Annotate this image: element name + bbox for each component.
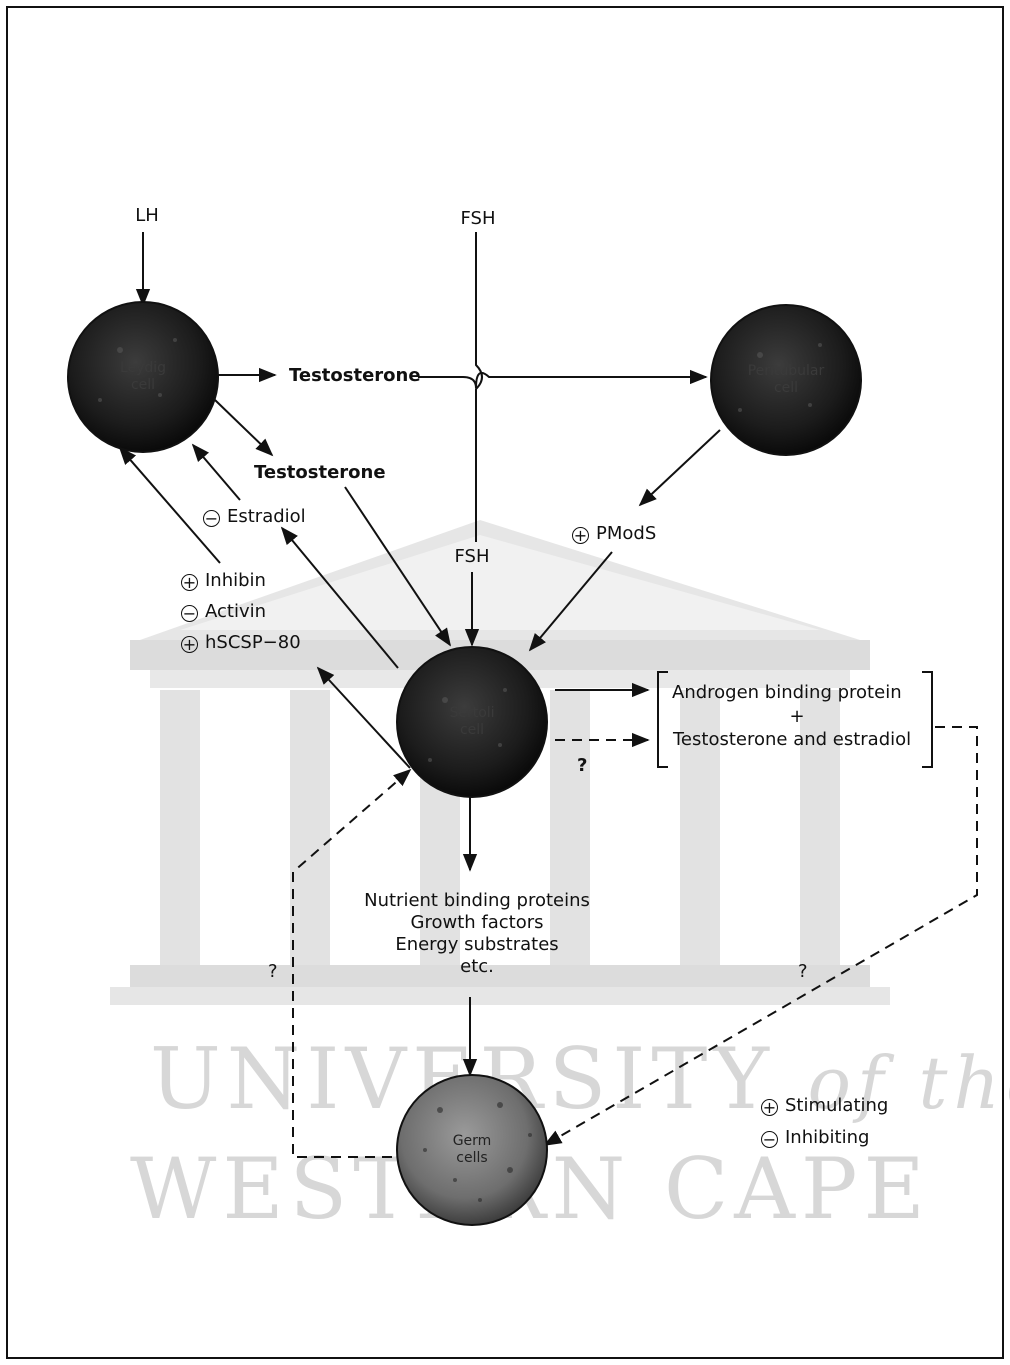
watermark-of-the: of the [807,1041,1010,1125]
question-mark-right: ? [798,961,808,982]
arrow-pmods-to-sertoli [528,551,613,652]
germ-cells [396,1074,548,1226]
lh-label: LH [135,205,159,226]
arrow-testosterone-to-sertoli [344,486,451,647]
plus-sign-icon: + [181,635,198,654]
sertoli-cell [396,646,548,798]
testosterone-mid-label: Testosterone [254,462,386,483]
minus-sign-icon: − [761,1130,778,1149]
testosterone-top-label: Testosterone [289,365,421,386]
nutrient-list: Nutrient binding proteins Growth factors… [364,890,590,978]
inhibin-item: + Inhibin [181,572,266,591]
minus-sign-icon: − [203,509,220,528]
androgen-binding-protein-label: Androgen binding protein [672,682,902,703]
arrow-leydig-to-testosterone-mid [214,399,274,457]
legend-inhibiting-label: Inhibiting [785,1127,870,1148]
arrow-testosterone-to-peritubular [418,369,708,389]
arrow-sertoli-to-inhibin-group [316,666,411,769]
plus-sign-icon: + [572,526,589,545]
figure-frame [6,6,1004,1359]
energy-substrates-label: Energy substrates [395,934,559,955]
activin-label: Activin [205,601,267,622]
cell-texture [98,338,822,762]
left-bracket [657,671,668,768]
question-mark-left: ? [268,961,278,982]
estradiol-item: −Estradiol [203,508,306,527]
pmods-label: PModS [596,523,657,544]
fsh-top-label: FSH [460,208,496,229]
plus-sign-icon: + [181,573,198,592]
arrow-abp-to-germ-dashed [543,726,978,1146]
fsh-mid-label: FSH [454,546,490,567]
pmods-item: + PModS [572,525,656,544]
etc-label: etc. [460,956,494,977]
fsh-vertical-line [475,232,483,542]
activin-item: −Activin [181,603,266,622]
legend-stimulating-label: Stimulating [785,1095,889,1116]
germ-texture [423,1102,532,1202]
inhibin-label: Inhibin [205,570,266,591]
arrow-sertoli-to-estradiol [280,526,399,669]
arrow-germ-to-sertoli-dashed [292,768,412,1158]
arrow-peritubular-to-pmods [638,429,721,507]
growth-factors-label: Growth factors [410,912,544,933]
arrow-inhibin-to-leydig [118,446,221,564]
arrow-estradiol-to-leydig [191,443,241,501]
testosterone-estradiol-label: Testosterone and estradiol [673,729,912,750]
hscsp-item: + hSCSP−80 [181,634,301,653]
right-bracket [922,671,933,768]
abp-plus-label: + [789,706,805,727]
minus-sign-icon: − [181,604,198,623]
legend-stimulating: + Stimulating [761,1097,888,1116]
peritubular-cell [710,304,862,456]
legend-inhibiting: −Inhibiting [761,1129,869,1148]
question-mark-sertoli-output: ? [577,755,588,776]
leydig-cell [67,301,219,453]
hscsp-label: hSCSP−80 [205,632,301,653]
nutrient-binding-proteins-label: Nutrient binding proteins [364,890,590,911]
plus-sign-icon: + [761,1098,778,1117]
estradiol-label: Estradiol [227,506,306,527]
